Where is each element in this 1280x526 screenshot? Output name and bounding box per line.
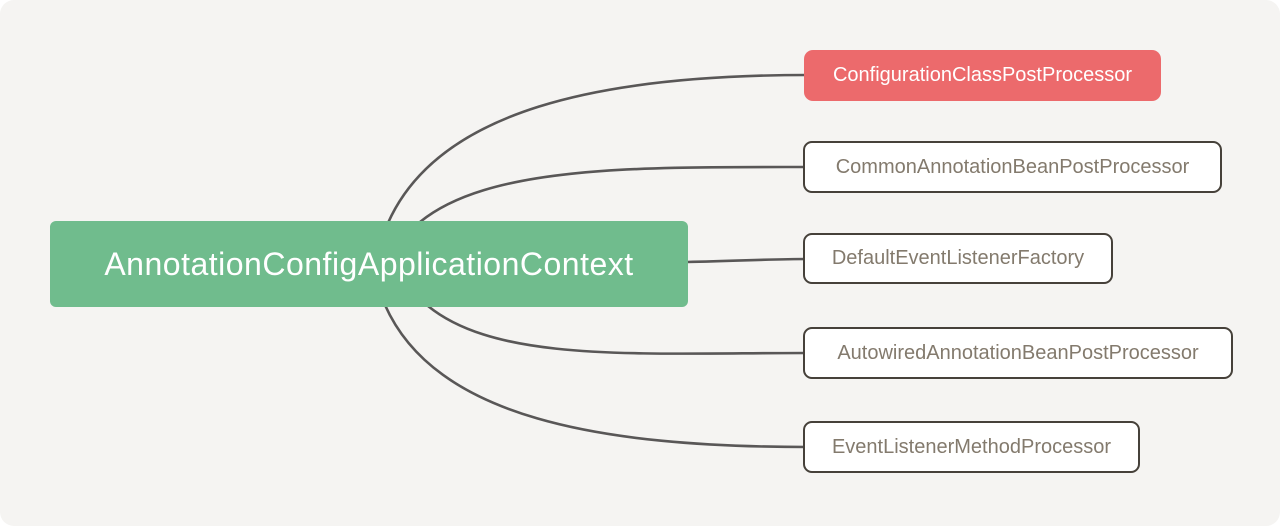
- node-common-annotation-bean-post-processor[interactable]: CommonAnnotationBeanPostProcessor: [803, 141, 1222, 193]
- connector-root-to-configuration-class-post-processor: [386, 73, 810, 225]
- node-default-event-listener-factory[interactable]: DefaultEventListenerFactory: [803, 233, 1113, 284]
- connector-root-to-event-listener-method-processor: [383, 303, 810, 449]
- node-autowired-annotation-bean-post-processor[interactable]: AutowiredAnnotationBeanPostProcessor: [803, 327, 1233, 379]
- connector-root-to-common-annotation-bean-post-processor: [418, 165, 810, 224]
- node-event-listener-method-processor[interactable]: EventListenerMethodProcessor: [803, 421, 1140, 473]
- connector-root-to-autowired-annotation-bean-post-processor: [426, 304, 810, 355]
- connector-root-to-default-event-listener-factory: [685, 257, 810, 264]
- node-configuration-class-post-processor[interactable]: ConfigurationClassPostProcessor: [804, 50, 1161, 101]
- node-root-annotation-config-application-context[interactable]: AnnotationConfigApplicationContext: [50, 221, 688, 307]
